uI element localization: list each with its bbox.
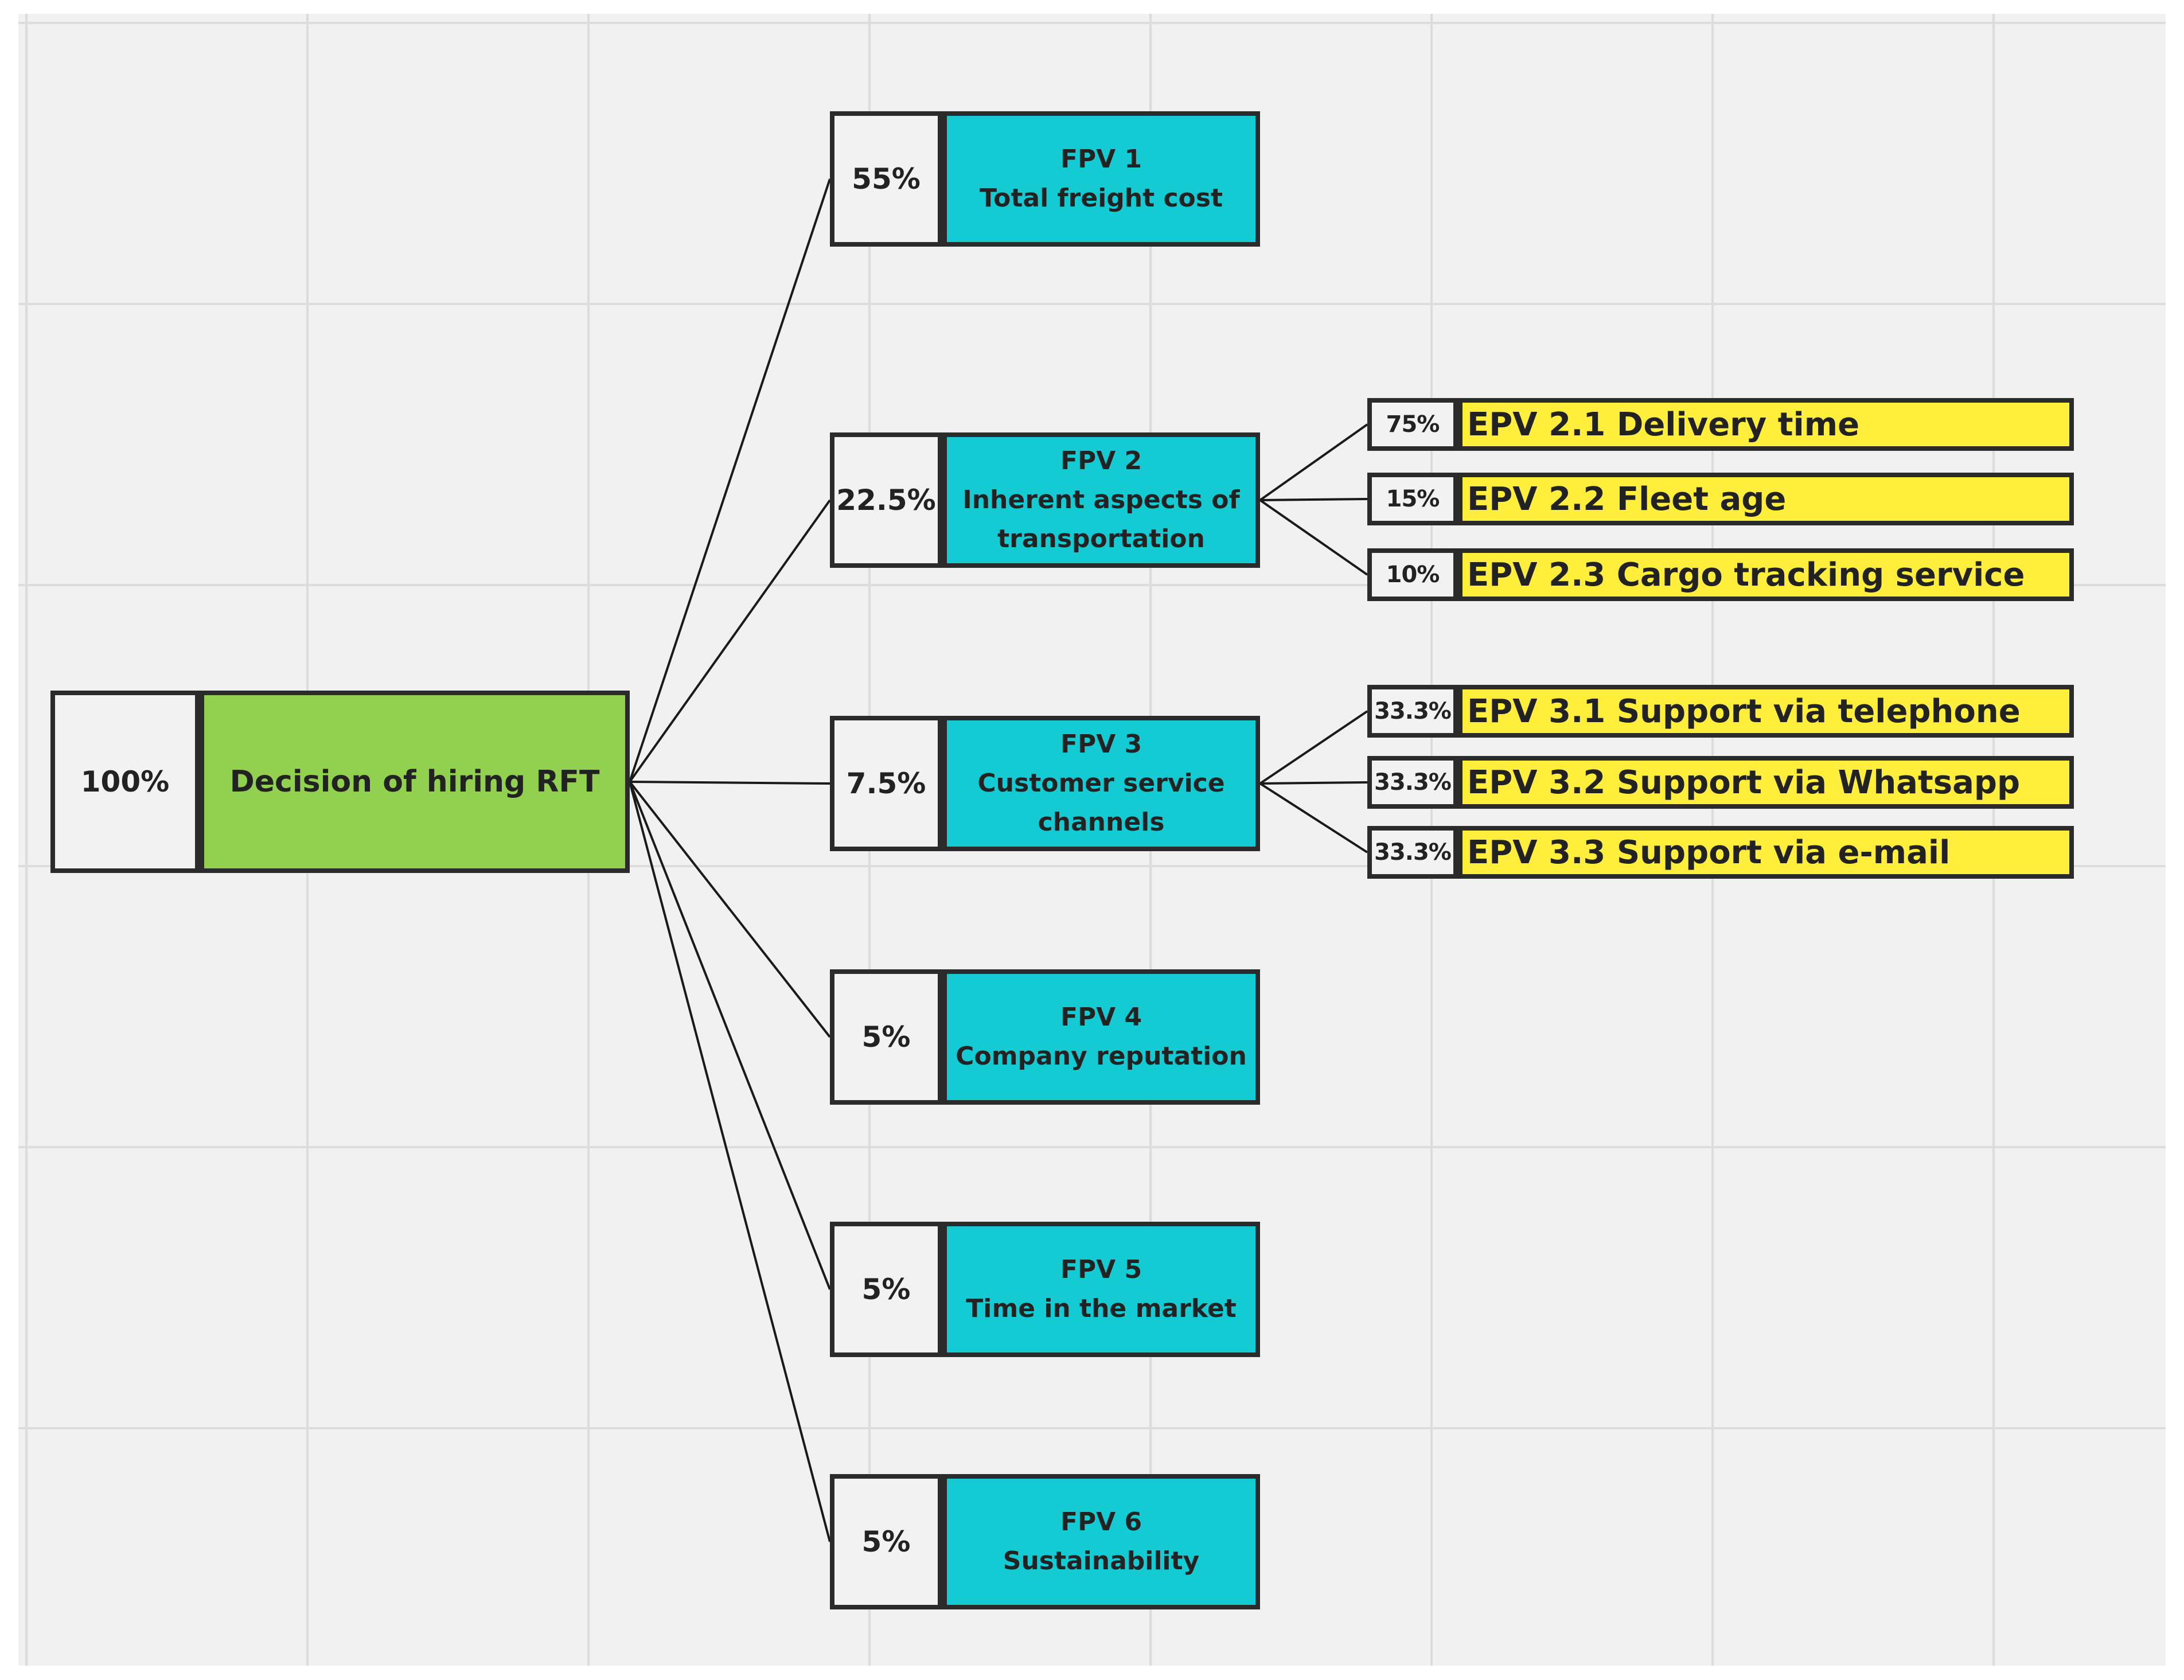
connector-root-fpv-1 — [629, 178, 831, 782]
connector-fpv-3-epv-3-2 — [1259, 781, 1368, 785]
fpv-1-title: FPV 1 — [1060, 145, 1142, 174]
connector-root-fpv-6 — [629, 781, 831, 1542]
epv-2-1-node: EPV 2.1 Delivery time — [1458, 398, 2074, 451]
connector-fpv-2-epv-2-3 — [1259, 499, 1368, 576]
root-node: Decision of hiring RFT — [200, 691, 630, 873]
fpv-3-line-1: Customer service — [977, 769, 1225, 798]
fpv-6-title: FPV 6 — [1060, 1507, 1142, 1537]
fpv-2-line-2: transportation — [997, 524, 1205, 553]
fpv-2-title: FPV 2 — [1060, 446, 1142, 475]
fpv-2-percent: 22.5% — [830, 432, 942, 568]
epv-3-3-node: EPV 3.3 Support via e-mail — [1458, 826, 2074, 879]
fpv-5-line-1: Time in the market — [966, 1294, 1237, 1323]
epv-2-1-percent: 75% — [1367, 398, 1458, 451]
connector-root-fpv-5 — [629, 781, 831, 1290]
fpv-4-node: FPV 4 Company reputation — [942, 969, 1260, 1105]
fpv-5-percent: 5% — [830, 1222, 942, 1357]
connector-fpv-2-epv-2-2 — [1259, 498, 1368, 501]
fpv-4-title: FPV 4 — [1060, 1003, 1142, 1032]
fpv-4-line-1: Company reputation — [955, 1042, 1247, 1071]
connector-root-fpv-4 — [629, 781, 831, 1038]
fpv-3-node: FPV 3 Customer service channels — [942, 716, 1260, 851]
connector-root-fpv-2 — [629, 499, 831, 783]
fpv-6-node: FPV 6 Sustainability — [942, 1474, 1260, 1609]
epv-2-3-percent: 10% — [1367, 548, 1458, 601]
epv-2-3-node: EPV 2.3 Cargo tracking service — [1458, 548, 2074, 601]
fpv-2-node: FPV 2 Inherent aspects of transportation — [942, 432, 1260, 568]
fpv-4-percent: 5% — [830, 969, 942, 1105]
epv-2-2-percent: 15% — [1367, 473, 1458, 525]
epv-3-1-percent: 33.3% — [1367, 685, 1458, 738]
fpv-3-percent: 7.5% — [830, 716, 942, 851]
epv-2-2-node: EPV 2.2 Fleet age — [1458, 473, 2074, 525]
fpv-5-title: FPV 5 — [1060, 1255, 1142, 1284]
fpv-5-node: FPV 5 Time in the market — [942, 1222, 1260, 1357]
connector-fpv-3-epv-3-3 — [1259, 782, 1368, 853]
connector-fpv-3-epv-3-1 — [1259, 710, 1368, 785]
fpv-6-line-1: Sustainability — [1003, 1546, 1200, 1576]
fpv-3-line-2: channels — [1038, 808, 1165, 837]
connector-fpv-2-epv-2-1 — [1259, 423, 1368, 501]
fpv-1-line-1: Total freight cost — [980, 184, 1223, 213]
fpv-3-title: FPV 3 — [1060, 730, 1142, 759]
epv-3-2-node: EPV 3.2 Support via Whatsapp — [1458, 756, 2074, 809]
root-percent: 100% — [50, 691, 200, 873]
connector-root-fpv-3 — [629, 781, 830, 785]
epv-3-2-percent: 33.3% — [1367, 756, 1458, 809]
fpv-1-node: FPV 1 Total freight cost — [942, 111, 1260, 247]
fpv-6-percent: 5% — [830, 1474, 942, 1609]
epv-3-3-percent: 33.3% — [1367, 826, 1458, 879]
epv-3-1-node: EPV 3.1 Support via telephone — [1458, 685, 2074, 738]
fpv-2-line-1: Inherent aspects of — [962, 485, 1240, 514]
fpv-1-percent: 55% — [830, 111, 942, 247]
